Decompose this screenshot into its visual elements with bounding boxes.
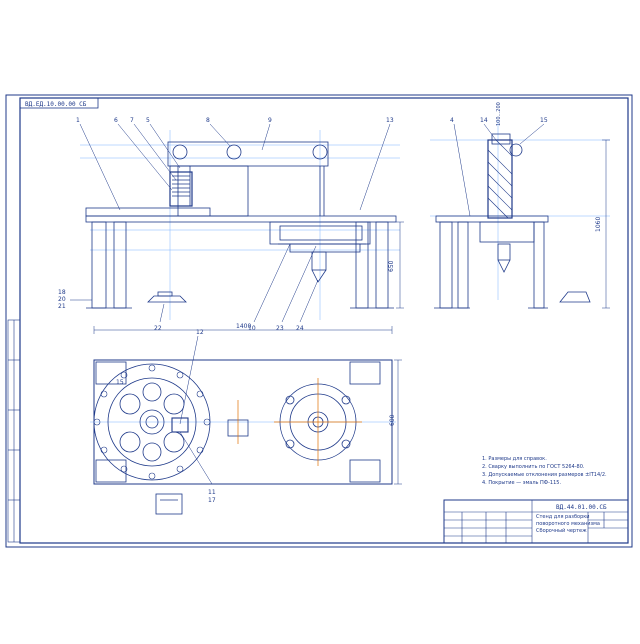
left-binding-strip [7, 319, 21, 543]
front-height-dimension [396, 221, 404, 309]
side-height-dimension [602, 139, 610, 309]
front-view [80, 130, 400, 320]
callout-labels: 1 6 7 5 8 9 13 4 14 15 18 20 21 22 10 23… [58, 117, 548, 504]
callout-18: 18 [58, 289, 66, 296]
side-view [430, 120, 610, 309]
note-4: 4. Покрытие — эмаль ПФ-115. [482, 480, 561, 486]
callout-12: 12 [196, 329, 204, 336]
callout-4: 4 [450, 117, 454, 124]
callout-11: 11 [208, 489, 216, 496]
callout-5: 5 [146, 117, 150, 124]
mirror-stamp-code: ВД.ЕД.10.00.00 СБ [25, 101, 87, 108]
technical-notes: 1. Размеры для справок. 2. Сварку выполн… [482, 456, 607, 486]
top-range-value: 100...200 [496, 102, 502, 126]
sheet-outer-border [5, 94, 633, 548]
front-height-value: 650 [388, 260, 395, 272]
callout-13: 13 [386, 117, 394, 124]
callout-1: 1 [76, 117, 80, 124]
callout-15: 15 [540, 117, 548, 124]
callout-14: 14 [480, 117, 488, 124]
note-1: 1. Размеры для справок. [482, 456, 547, 462]
callout-8: 8 [206, 117, 210, 124]
title-code: ВД.44.01.00.СБ [556, 504, 607, 511]
title-block [443, 499, 629, 544]
side-height-value: 1060 [595, 217, 602, 232]
axis-marks [237, 378, 362, 466]
mirror-stamp-box [19, 97, 99, 109]
callout-22: 22 [154, 325, 162, 332]
callout-21: 21 [58, 303, 66, 310]
title-name-1: Стенд для разборки [536, 514, 590, 520]
callout-24: 24 [296, 325, 304, 332]
callout-leaders [70, 123, 545, 485]
callout-7: 7 [130, 117, 134, 124]
callout-23: 23 [276, 325, 284, 332]
plan-width-value: 600 [389, 414, 396, 426]
callout-10: 10 [248, 325, 256, 332]
note-3: 3. Допускаемые отклонения размеров ±IT14… [482, 472, 607, 478]
plan-width-dimension [394, 359, 402, 485]
note-2: 2. Сварку выполнить по ГОСТ 5264-80. [482, 464, 585, 470]
callout-plan-15: 15 [116, 379, 124, 386]
plan-length-dimension [93, 326, 393, 334]
callout-9: 9 [268, 117, 272, 124]
title-name-3: Сборочный чертеж [536, 527, 587, 534]
callout-17: 17 [208, 497, 216, 504]
callout-6: 6 [114, 117, 118, 124]
plan-length-value: 1400 [236, 323, 251, 330]
title-name-2: поворотного механизма [536, 521, 600, 527]
callout-20: 20 [58, 296, 66, 303]
